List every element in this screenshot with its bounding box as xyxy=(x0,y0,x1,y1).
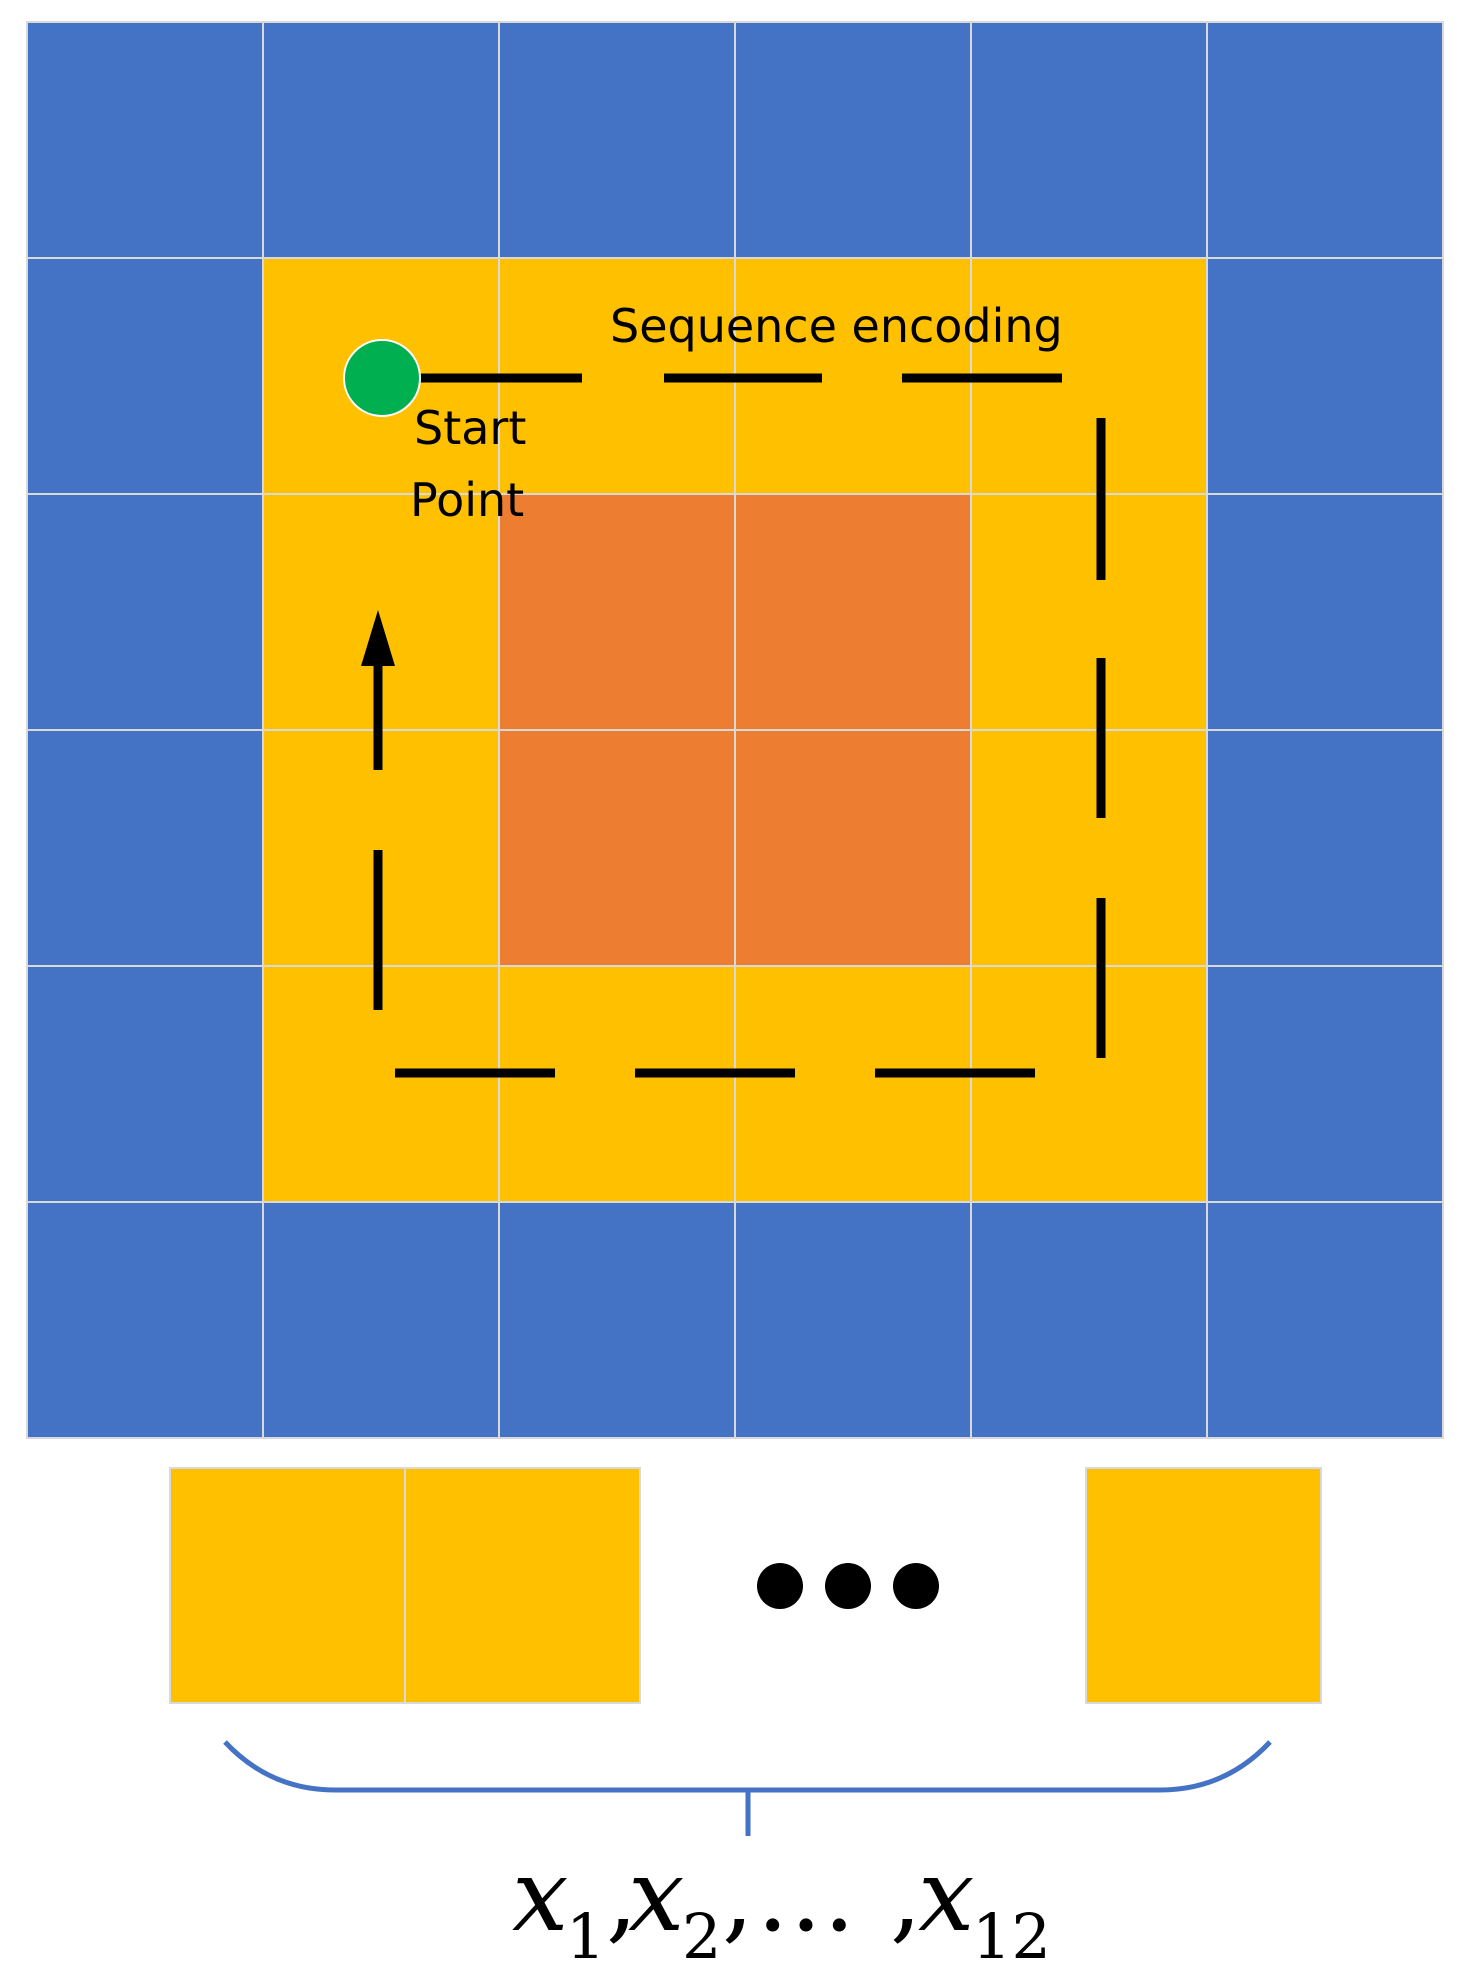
formula-comma3: , xyxy=(890,1837,922,1954)
ellipsis-dot xyxy=(757,1563,803,1609)
formula-ellipsis: … xyxy=(756,1837,856,1954)
grouping-brace xyxy=(223,1740,1272,1836)
grid-cell-outer xyxy=(498,21,736,259)
token-sequence xyxy=(169,1467,1322,1704)
ellipsis-dot xyxy=(825,1563,871,1609)
formula-x2: x xyxy=(628,1837,684,1954)
grid-cell-center xyxy=(734,493,972,731)
grid-cell-ring xyxy=(734,965,972,1203)
grid-cell-outer xyxy=(734,1201,972,1439)
grid-cell-outer xyxy=(1206,729,1444,967)
grid-cell-outer xyxy=(1206,965,1444,1203)
grid-cell-outer xyxy=(1206,493,1444,731)
grid-cell-outer xyxy=(1206,21,1444,259)
sequence-encoding-label: Sequence encoding xyxy=(610,299,1063,353)
grid-cell-outer xyxy=(26,1201,264,1439)
grid-cell-outer xyxy=(26,257,264,495)
path-arrow-head xyxy=(361,610,395,666)
formula-x1: x xyxy=(512,1837,568,1954)
grid-cell-outer xyxy=(498,1201,736,1439)
grid-cell-outer xyxy=(26,493,264,731)
grid-cell-outer xyxy=(1206,257,1444,495)
grid-cell-ring xyxy=(498,965,736,1203)
token-cell xyxy=(169,1467,406,1704)
grid-cell-outer xyxy=(970,1201,1208,1439)
grid-cell-ring xyxy=(970,965,1208,1203)
point-label: Point xyxy=(410,473,524,527)
ellipsis-dot xyxy=(893,1563,939,1609)
grid-cell-outer xyxy=(1206,1201,1444,1439)
grid-cell-outer xyxy=(26,965,264,1203)
formula-sub12: 12 xyxy=(972,1900,1051,1973)
grid-cell-outer xyxy=(262,1201,500,1439)
formula-sub2: 2 xyxy=(682,1900,721,1973)
sequence-formula: x 1 , x 2 , … , x 12 xyxy=(512,1837,1051,1973)
token-cell xyxy=(1085,1467,1322,1704)
grid-cell-center xyxy=(498,493,736,731)
formula-sub1: 1 xyxy=(566,1900,605,1973)
grid-cell-ring xyxy=(970,729,1208,967)
patch-grid xyxy=(26,21,1444,1439)
grid-cell-center xyxy=(734,729,972,967)
grid-cell-center xyxy=(498,729,736,967)
start-point-marker xyxy=(343,339,421,417)
formula-comma2: , xyxy=(722,1837,754,1954)
grid-cell-ring xyxy=(970,493,1208,731)
grid-cell-outer xyxy=(26,729,264,967)
grid-cell-outer xyxy=(734,21,972,259)
formula-x12: x xyxy=(918,1837,974,1954)
token-cell xyxy=(404,1467,641,1704)
grid-cell-outer xyxy=(970,21,1208,259)
start-label: Start xyxy=(414,401,526,455)
formula-comma1: , xyxy=(606,1837,638,1954)
grid-cell-outer xyxy=(262,21,500,259)
grid-cell-outer xyxy=(26,21,264,259)
